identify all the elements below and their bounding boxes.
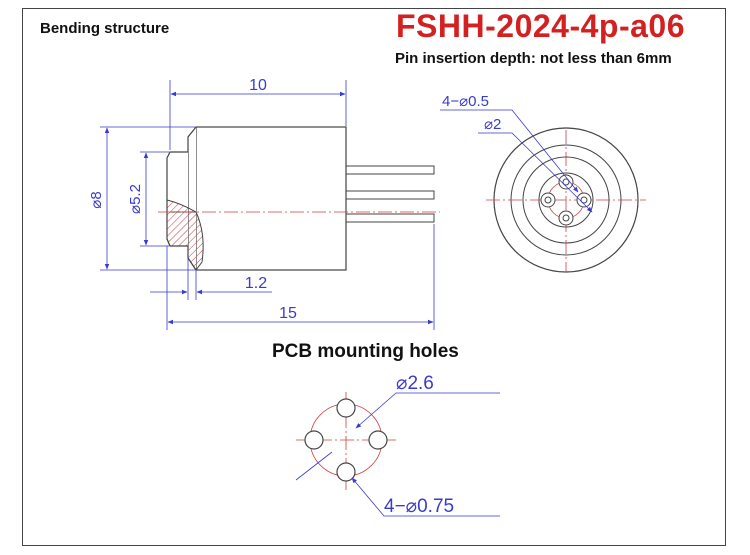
dim-body-length: 10 bbox=[249, 77, 267, 94]
dim-hole-circle: ⌀2.6 bbox=[396, 373, 434, 394]
dim-pin-holes: 4−⌀0.5 bbox=[442, 93, 489, 110]
drawing-border bbox=[22, 8, 726, 546]
section-label: Bending structure bbox=[40, 20, 170, 37]
side-view: 10 ⌀8 ⌀5.2 1.2 15 bbox=[88, 77, 440, 330]
dim-diameter-outer: ⌀8 bbox=[88, 191, 105, 208]
section-hatch bbox=[166, 199, 204, 271]
dim-total-length: 15 bbox=[279, 305, 297, 322]
side-pins bbox=[343, 165, 435, 223]
front-pins bbox=[540, 174, 592, 226]
dim-step: 1.2 bbox=[245, 275, 267, 292]
model-title: FSHH-2024-4p-a06 bbox=[396, 8, 685, 44]
dim-holes: 4−⌀0.75 bbox=[384, 496, 454, 517]
pcb-hole-pattern: ⌀2.6 4−⌀0.75 bbox=[295, 373, 500, 517]
connector-body bbox=[195, 126, 347, 271]
pcb-section-title: PCB mounting holes bbox=[272, 341, 459, 362]
front-view: 4−⌀0.5 ⌀2 bbox=[440, 93, 646, 273]
dim-pin-circle: ⌀2 bbox=[484, 116, 501, 133]
insertion-depth-note: Pin insertion depth: not less than 6mm bbox=[395, 50, 672, 67]
dim-diameter-inner: ⌀5.2 bbox=[127, 184, 144, 214]
